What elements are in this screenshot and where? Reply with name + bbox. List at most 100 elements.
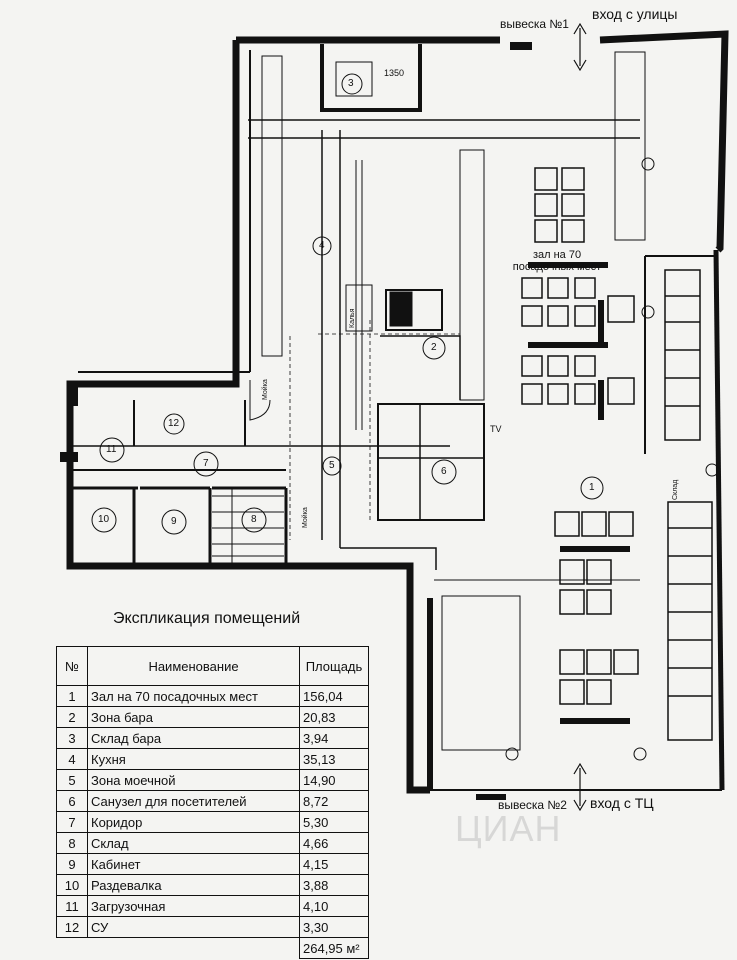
row-name: СУ [87, 916, 300, 938]
table-header-row: № Наименование Площадь [56, 646, 369, 686]
fixture [459, 149, 485, 401]
header-area: Площадь [299, 646, 369, 686]
row-name: Склад [87, 832, 300, 854]
room-number: 4 [319, 240, 325, 251]
tv-label: TV [490, 424, 502, 434]
room-marker [341, 73, 363, 95]
total-area: 264,95 м² [299, 937, 369, 959]
row-name: Склад бара [87, 727, 300, 749]
wall [248, 119, 640, 139]
room-number: 6 [441, 466, 447, 477]
table-total-row: 264,95 м² [57, 937, 369, 959]
entrance-mall-label: вход с ТЦ [590, 795, 654, 811]
row-num: 5 [56, 769, 88, 791]
booth [614, 51, 646, 241]
bar-divider [598, 380, 604, 420]
wall [320, 44, 422, 112]
row-name: Зона бара [87, 706, 300, 728]
room-marker [91, 507, 117, 533]
row-num: 11 [56, 895, 88, 917]
row-num: 12 [56, 916, 88, 938]
header-num: № [56, 646, 88, 686]
vent [705, 463, 719, 477]
fixture [345, 284, 373, 332]
wall [132, 488, 212, 566]
bar-divider [528, 262, 608, 268]
row-num: 7 [56, 811, 88, 833]
row-name: Зал на 70 посадочных мест [87, 685, 300, 707]
watermark: ЦИАН [455, 808, 562, 849]
row-area: 4,10 [299, 895, 369, 917]
row-num: 3 [56, 727, 88, 749]
fixture [261, 55, 283, 357]
bar-divider [598, 300, 604, 344]
stairs [212, 488, 284, 566]
equipment-label: Мойка [302, 507, 309, 528]
row-name: Загрузочная [87, 895, 300, 917]
row-area: 4,15 [299, 853, 369, 875]
room-marker [580, 476, 604, 500]
row-area: 20,83 [299, 706, 369, 728]
row-area: 8,72 [299, 790, 369, 812]
room-marker [431, 459, 457, 485]
room-number: 1 [589, 482, 595, 493]
counter [355, 160, 363, 430]
room-marker [322, 456, 342, 476]
equipment-label: Мойка [262, 379, 269, 400]
row-area: 156,04 [299, 685, 369, 707]
row-name: Санузел для посетителей [87, 790, 300, 812]
wall [340, 547, 437, 570]
sign-2-label: вывеска №2 [498, 798, 567, 812]
room-marker [99, 437, 125, 463]
room-marker [241, 507, 267, 533]
vent [633, 747, 647, 761]
dashed-line [289, 320, 460, 540]
wall [321, 130, 341, 548]
row-area: 5,30 [299, 811, 369, 833]
hall-label-line1: зал на 70 [532, 249, 582, 261]
row-name: Коридор [87, 811, 300, 833]
row-num: 4 [56, 748, 88, 770]
entrance-street-label: вход с улицы [592, 6, 678, 22]
equipment-label: Склад [672, 479, 679, 500]
row-num: 9 [56, 853, 88, 875]
booth [664, 269, 701, 441]
room-marker [422, 336, 446, 360]
wall [378, 404, 484, 520]
room-number: 10 [98, 514, 110, 525]
room-marker [193, 451, 219, 477]
counter [380, 335, 461, 400]
vent [505, 747, 519, 761]
room-number: 7 [203, 458, 209, 469]
fixture [335, 61, 373, 97]
booth [441, 595, 521, 751]
table-title: Экспликация помещений [113, 610, 301, 627]
hall-label: зал на 70 посадочных мест [507, 249, 607, 273]
wall [133, 400, 246, 446]
vent [641, 157, 655, 171]
sign-1-label: вывеска №1 [500, 17, 569, 31]
room-number: 5 [329, 460, 335, 471]
row-area: 35,13 [299, 748, 369, 770]
door [249, 380, 271, 421]
row-num: 8 [56, 832, 88, 854]
row-name: Зона моечной [87, 769, 300, 791]
row-area: 3,30 [299, 916, 369, 938]
row-area: 3,88 [299, 874, 369, 896]
hall-label-line2: посадочных мест [512, 261, 602, 273]
room-number: 11 [106, 444, 117, 455]
dimension-label: 1350 [384, 68, 405, 78]
booth [667, 501, 713, 741]
outer-wall [713, 249, 725, 791]
row-name: Раздевалка [87, 874, 300, 896]
